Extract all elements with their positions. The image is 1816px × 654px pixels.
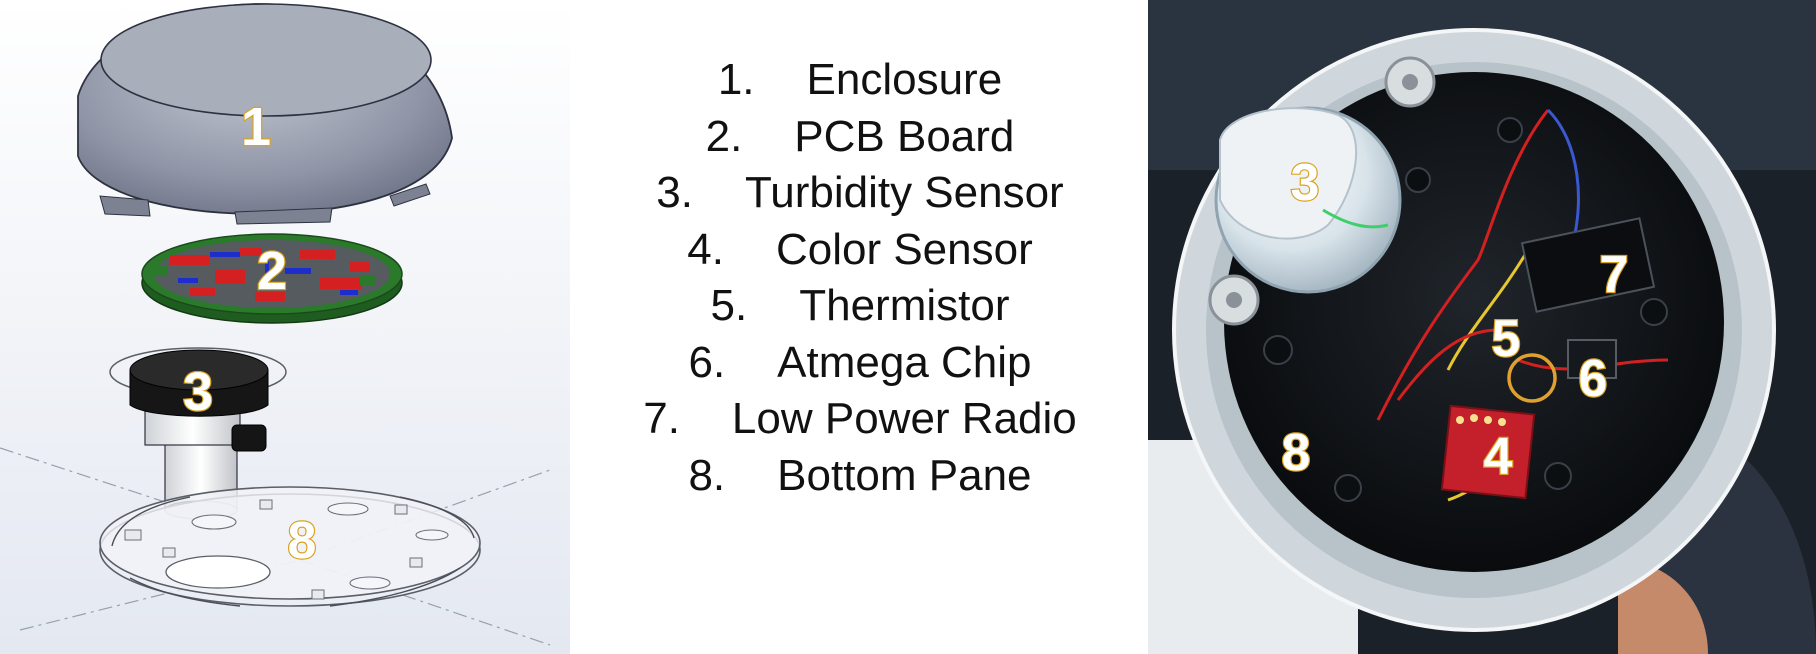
legend-item-bottom-pane: 8.Bottom Pane [688, 450, 1032, 500]
turbidity-sensor-photo [1214, 106, 1402, 294]
bottom-pane [99, 486, 481, 607]
legend-item-color-sensor: 4.Color Sensor [687, 224, 1033, 274]
cad-label-3: 3 [183, 362, 213, 422]
photo-label-4: 4 [1484, 428, 1513, 486]
device-photo-drawing: 3 7 5 6 8 4 [1148, 0, 1816, 654]
device-photo: 3 7 5 6 8 4 [1148, 0, 1816, 654]
cad-exploded-view: 1 2 [0, 0, 570, 654]
thermistor-marker-ring [1507, 353, 1557, 403]
photo-label-7: 7 [1600, 246, 1629, 304]
photo-label-5: 5 [1492, 310, 1521, 368]
legend-item-turbidity-sensor: 3.Turbidity Sensor [656, 168, 1064, 217]
cad-label-2: 2 [257, 241, 287, 301]
legend-item-low-power-radio: 7.Low Power Radio [643, 394, 1077, 443]
legend-item-pcb-board: 2.PCB Board [705, 111, 1015, 161]
legend-item-thermistor: 5.Thermistor [710, 281, 1010, 330]
legend-item-enclosure: 1.Enclosure [717, 55, 1003, 104]
legend-item-atmega-chip: 6.Atmega Chip [688, 337, 1032, 387]
pcb-board [141, 233, 403, 324]
component-legend: 1.Enclosure 2.PCB Board 3.Turbidity Sens… [570, 52, 1150, 504]
photo-label-8: 8 [1282, 424, 1311, 482]
legend-panel: 1.Enclosure 2.PCB Board 3.Turbidity Sens… [570, 0, 1150, 654]
bolt-heads [1208, 56, 1436, 326]
radio-and-chip [1520, 217, 1656, 379]
cad-label-1: 1 [241, 97, 271, 157]
cad-drawing: 1 2 [0, 0, 570, 654]
enclosure-dome [77, 3, 453, 225]
photo-label-3: 3 [1291, 154, 1320, 212]
cad-label-8: 8 [288, 512, 317, 570]
photo-label-6: 6 [1579, 350, 1608, 408]
color-sensor-photo [1440, 404, 1536, 500]
